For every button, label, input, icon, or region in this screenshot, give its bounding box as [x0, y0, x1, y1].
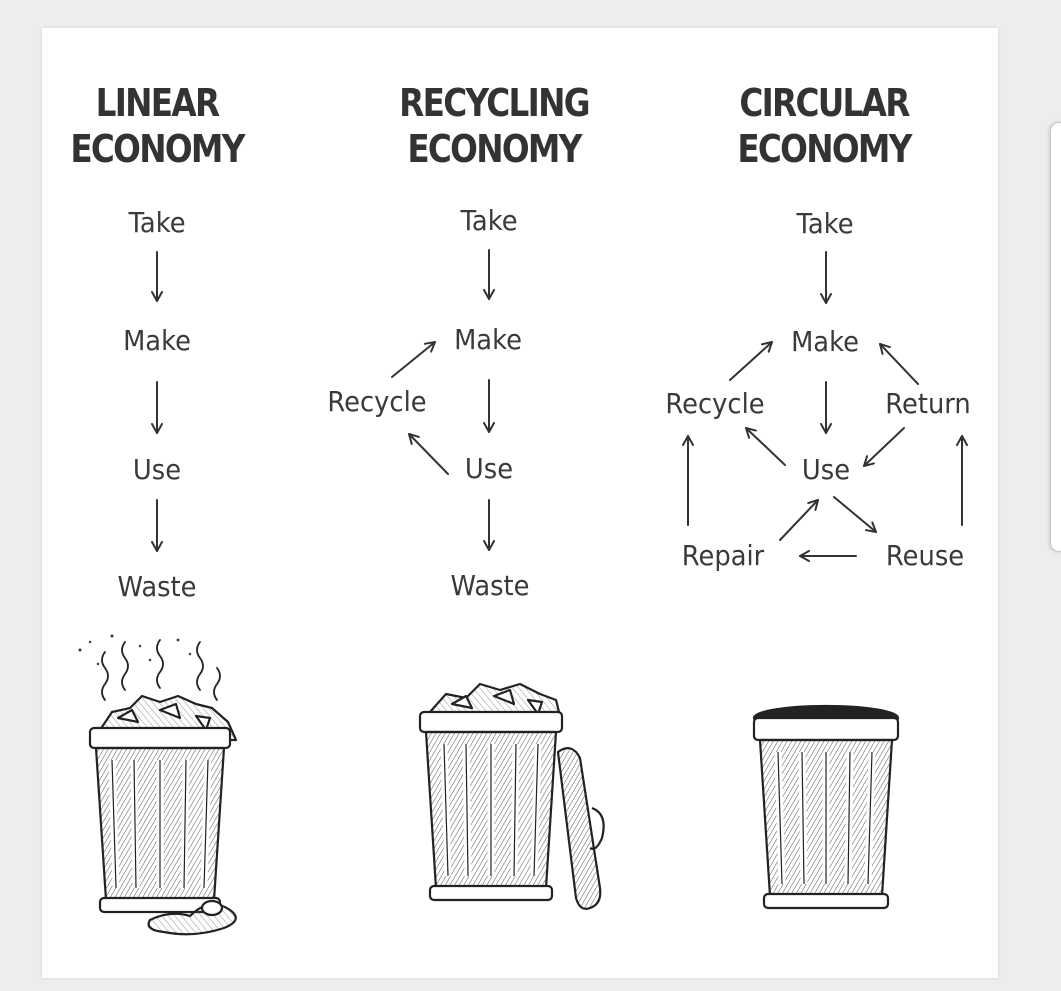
circular-make-label: Make — [791, 325, 859, 358]
recycling-waste-label: Waste — [450, 569, 530, 602]
recycling-arrow-recycle-make — [391, 341, 436, 378]
circular-return-label: Return — [885, 387, 971, 420]
linear-use-label: Use — [132, 453, 182, 486]
circular-recycle-label: Recycle — [665, 387, 765, 420]
half-full-trash-can-icon — [418, 682, 605, 910]
overflowing-trash-can-icon — [78, 634, 238, 936]
circular-arrow-recycle-make — [729, 341, 773, 381]
linear-title-line2: ECONOMY — [70, 127, 245, 171]
scroll-handle[interactable] — [1050, 122, 1061, 552]
circular-title-line2: ECONOMY — [737, 127, 912, 171]
empty-trash-can-icon — [752, 704, 900, 910]
recycling-take-label: Take — [460, 204, 518, 237]
circular-arrow-repair-use — [779, 499, 819, 541]
linear-make-label: Make — [123, 324, 191, 357]
linear-title-line1: LINEAR — [95, 81, 221, 125]
circular-reuse-label: Reuse — [885, 539, 965, 572]
circular-arrow-use-recycle — [745, 427, 786, 466]
circular-economy-title: CIRCULAR ECONOMY — [686, 80, 961, 172]
recycling-title-line2: ECONOMY — [407, 127, 582, 171]
circular-repair-label: Repair — [681, 539, 765, 572]
circular-title-line1: CIRCULAR — [739, 81, 910, 125]
circular-arrow-return-make — [879, 343, 919, 385]
recycling-economy-title: RECYCLING ECONOMY — [356, 80, 631, 172]
recycling-make-label: Make — [454, 323, 522, 356]
recycling-title-line1: RECYCLING — [399, 81, 590, 125]
linear-economy-title: LINEAR ECONOMY — [19, 80, 294, 172]
linear-waste-label: Waste — [117, 570, 197, 603]
circular-use-label: Use — [801, 453, 851, 486]
circular-take-label: Take — [796, 207, 854, 240]
circular-arrow-use-reuse — [833, 496, 877, 533]
recycling-arrow-use-recycle — [408, 433, 449, 475]
linear-take-label: Take — [128, 206, 186, 239]
circular-arrow-return-use — [863, 427, 905, 467]
recycling-use-label: Use — [464, 452, 514, 485]
recycling-recycle-label: Recycle — [327, 385, 427, 418]
